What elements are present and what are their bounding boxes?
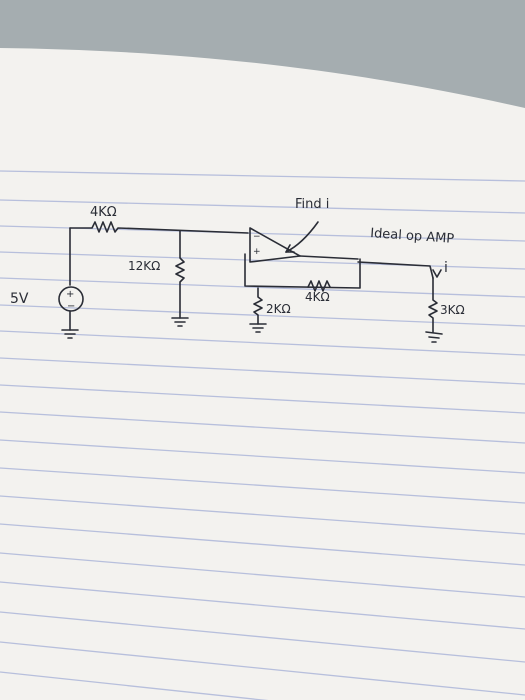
ground-source — [61, 329, 79, 339]
label-r4: 2KΩ — [266, 302, 291, 316]
label-current-i: i — [444, 260, 448, 276]
label-r3: 4KΩ — [305, 290, 330, 304]
label-find-i: Find i — [295, 197, 329, 212]
resistor-3k — [428, 277, 438, 333]
ground-2k — [249, 323, 267, 333]
label-r5: 3KΩ — [440, 303, 465, 317]
label-source-plus: + — [66, 289, 74, 300]
circuit-drawing — [58, 221, 443, 343]
resistor-4k-top — [69, 221, 249, 234]
ground-12k — [171, 317, 189, 327]
notebook-paper — [0, 48, 525, 700]
label-r1: 4KΩ — [90, 205, 117, 220]
label-opamp-minus: − — [253, 232, 261, 242]
label-source: 5V — [10, 291, 29, 307]
feedback-loop — [244, 253, 361, 289]
wire-output — [357, 261, 434, 279]
resistor-12k — [175, 230, 185, 319]
ground-3k — [425, 331, 443, 343]
label-r2: 12KΩ — [128, 259, 160, 273]
voltage-source — [58, 286, 84, 312]
wire-opamp-output — [299, 255, 359, 260]
find-arrow — [285, 221, 319, 253]
resistor-4k-feedback — [307, 280, 331, 292]
resistor-2k — [253, 287, 263, 325]
label-ideal-op-amp: Ideal op AMP — [370, 226, 455, 247]
op-amp-triangle — [249, 227, 301, 263]
find-arrowhead — [285, 244, 295, 253]
label-opamp-plus: + — [253, 247, 261, 257]
current-arrow — [432, 269, 442, 278]
label-source-minus: − — [67, 301, 75, 312]
